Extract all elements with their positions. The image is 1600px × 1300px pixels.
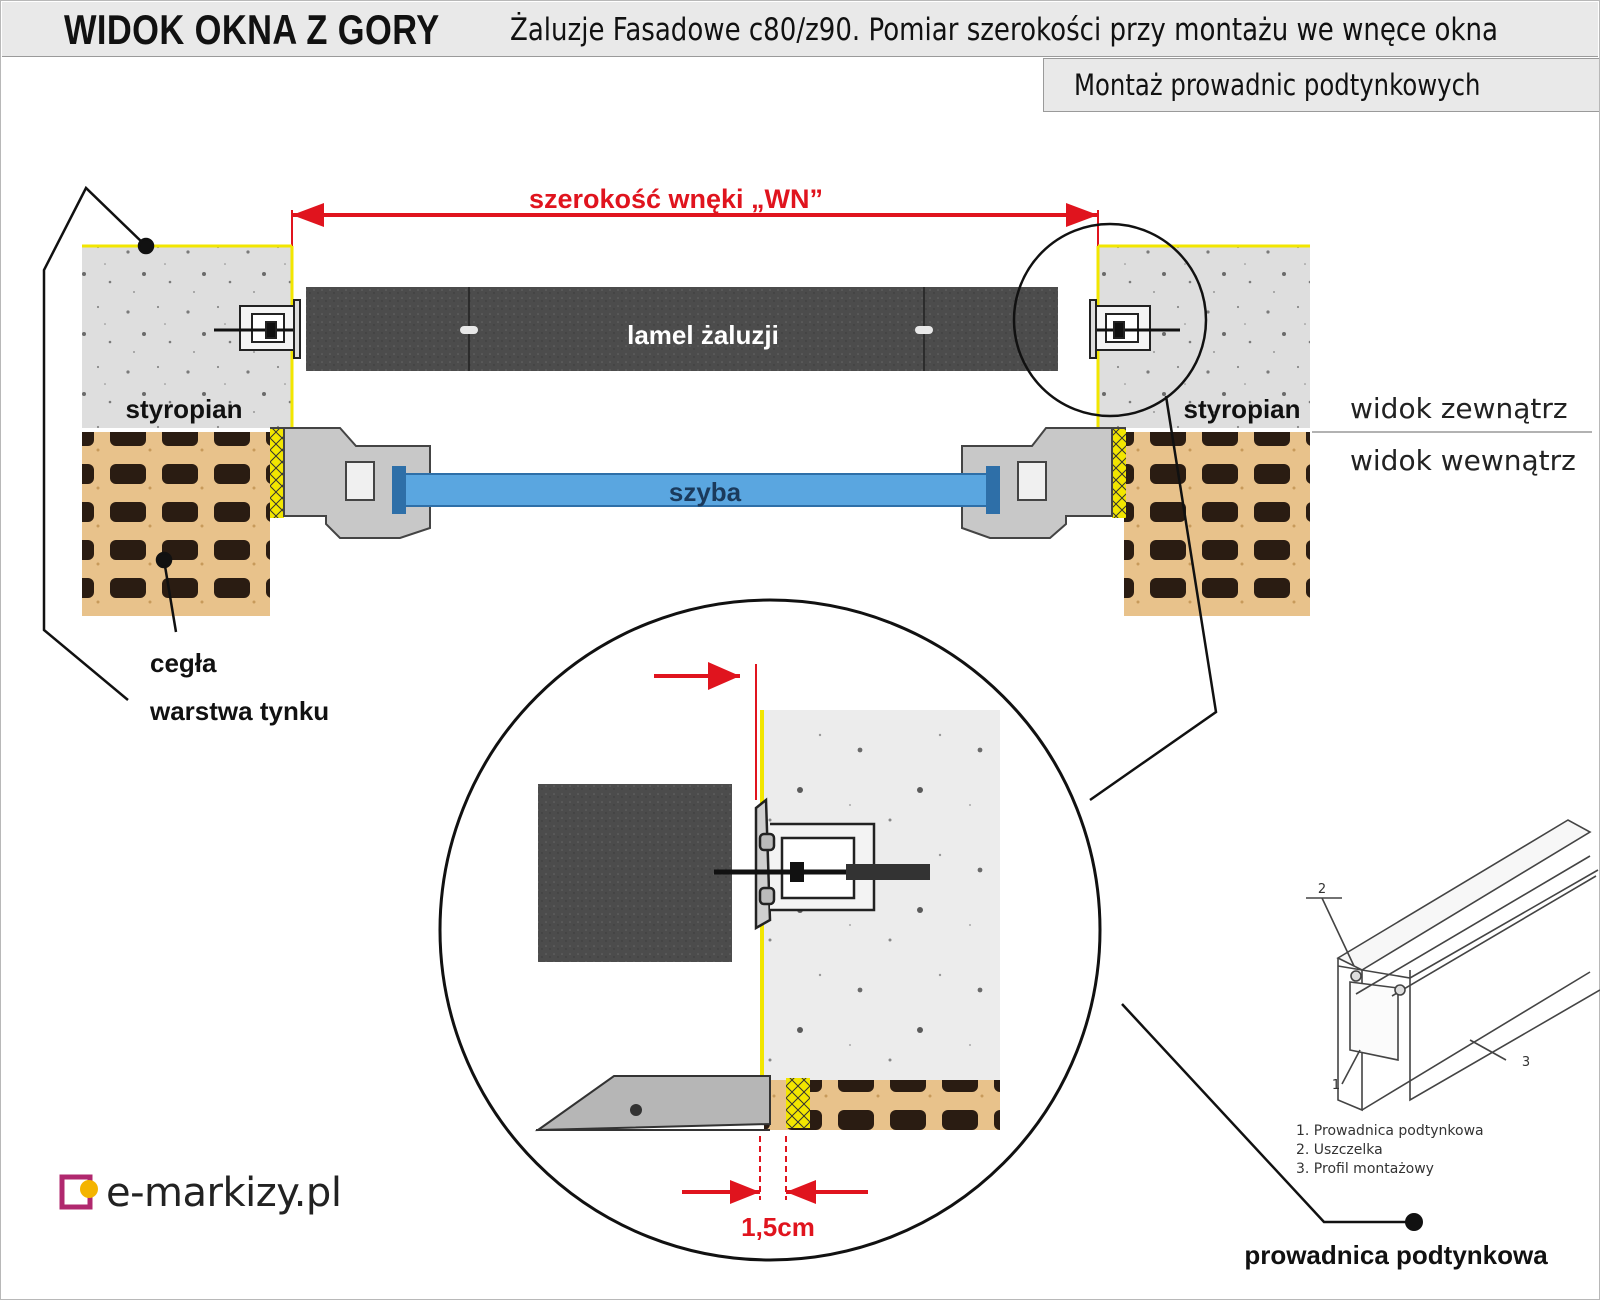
view-side-legend: widok zewnątrz widok wewnątrz [1312, 392, 1592, 477]
detail-magnified-view: 1,5cm [438, 598, 1102, 1262]
blind-slat: lamel żaluzji [306, 287, 1058, 371]
view-inside-label: widok wewnątrz [1350, 444, 1576, 477]
profile-callout-2: 2 [1318, 882, 1326, 897]
logo-icon [58, 1173, 98, 1213]
insulation-right [1112, 428, 1126, 518]
left-leaders [42, 185, 178, 701]
detail-callout-circle [1012, 222, 1208, 418]
profile-callout-3: 3 [1522, 1055, 1530, 1070]
detail-slat [538, 784, 732, 962]
insulation-left [270, 428, 284, 518]
logo-text: e-markizy.pl [106, 1170, 342, 1216]
detail-insulation [786, 1078, 810, 1128]
brand-logo: e-markizy.pl [58, 1170, 342, 1216]
page-subtitle: Żaluzje Fasadowe c80/z90. Pomiar szeroko… [510, 12, 1499, 48]
guide-label: prowadnica podtynkowa [1244, 1240, 1548, 1270]
detail-screw-thread [846, 864, 930, 880]
brick-label: cegła [150, 648, 217, 678]
glass-pane: szyba [392, 466, 1000, 514]
brick-right [1124, 432, 1310, 616]
page-title: WIDOK OKNA Z GORY [64, 6, 440, 53]
gap-dimension-label: 1,5cm [741, 1212, 815, 1242]
profile-legend-item: 2. Uszczelka [1296, 1142, 1383, 1158]
plaster-label: warstwa tynku [149, 696, 329, 726]
styrofoam-right-label: styropian [1183, 394, 1300, 424]
section-header: Montaż prowadnic podtynkowych [1043, 58, 1599, 112]
brick-left [82, 432, 270, 616]
profile-legend-item: 3. Profil montażowy [1296, 1161, 1434, 1177]
view-outside-label: widok zewnątrz [1350, 392, 1568, 425]
left-wall [82, 244, 294, 616]
profile-legend: 1. Prowadnica podtynkowa 2. Uszczelka 3.… [1296, 1123, 1484, 1177]
window-frame-right [961, 427, 1126, 539]
guide-rail-left [214, 299, 301, 359]
glass-label: szyba [669, 477, 742, 507]
profile-callout-1: 1 [1332, 1078, 1340, 1093]
header-bar: WIDOK OKNA Z GORY Żaluzje Fasadowe c80/z… [2, 2, 1598, 57]
profile-legend-item: 1. Prowadnica podtynkowa [1296, 1123, 1484, 1139]
slat-label: lamel żaluzji [627, 320, 779, 350]
styrofoam-left-label: styropian [125, 394, 242, 424]
window-frame-left [270, 427, 431, 539]
detail-window-frame [534, 1075, 771, 1132]
profile-3d-drawing [1306, 819, 1600, 1112]
guide-leader [1121, 1003, 1414, 1224]
guide-rail-right [1089, 299, 1180, 359]
section-title: Montaż prowadnic podtynkowych [1074, 68, 1481, 102]
width-dimension: szerokość wnęki „WN” [291, 184, 1099, 256]
detail-connector [1089, 395, 1218, 802]
width-dimension-label: szerokość wnęki „WN” [529, 184, 823, 214]
